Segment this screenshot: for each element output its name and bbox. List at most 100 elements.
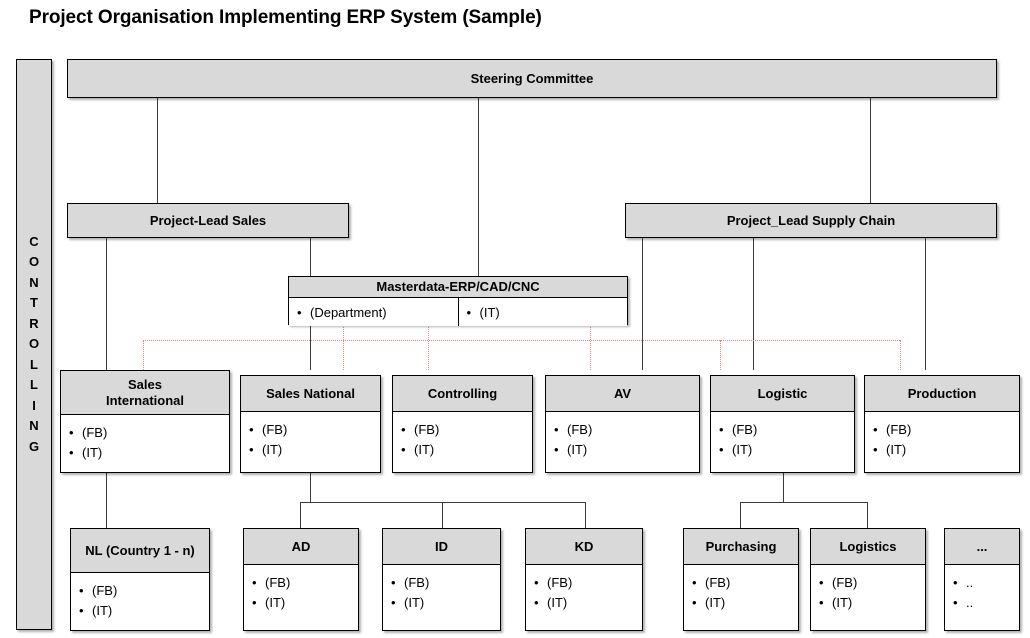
bullet-text: (IT) — [534, 593, 642, 613]
bullet-text: (FB) — [401, 420, 532, 440]
node-title: ID — [383, 529, 500, 565]
controlling-sidebar: C O N T R O L L I N G — [16, 59, 52, 630]
node-production[interactable]: Production (FB) (IT) — [864, 375, 1020, 473]
controlling-letter: O — [28, 336, 40, 352]
node-ad[interactable]: AD (FB) (IT) — [243, 528, 359, 631]
connector-masterdata-to-production — [900, 340, 901, 370]
connector-bus-to-kd — [585, 502, 586, 528]
node-body: (FB) (IT) — [546, 412, 699, 459]
bullet-text: (IT) — [401, 440, 532, 460]
node-title: Purchasing — [684, 529, 798, 565]
connector-steering-to-lead-supply — [870, 98, 871, 203]
node-sales-national[interactable]: Sales National (FB) (IT) — [240, 375, 381, 473]
node-title: Steering Committee — [68, 60, 996, 97]
controlling-letter: I — [32, 397, 36, 413]
bullet-text: (IT) — [819, 593, 925, 613]
connector-masterdata-to-av — [590, 325, 591, 370]
node-logistics[interactable]: Logistics (FB) (IT) — [810, 528, 926, 631]
bullet-text: (IT) — [249, 440, 380, 460]
node-title: AV — [546, 376, 699, 412]
bullet-text: (FB) — [69, 423, 229, 443]
connector-supply-chain-to-production — [925, 238, 926, 370]
node-body: (FB) (IT) — [393, 412, 532, 459]
node-title: Logistics — [811, 529, 925, 565]
bullet-text: (IT) — [692, 593, 798, 613]
node-steering-committee[interactable]: Steering Committee — [67, 59, 997, 98]
controlling-letter: N — [29, 418, 39, 434]
controlling-letter: C — [29, 233, 39, 249]
bullet-text: (FB) — [391, 573, 500, 593]
node-body: (FB) (IT) — [61, 415, 229, 462]
node-body: (FB) (IT) — [241, 412, 380, 459]
node-sales-international[interactable]: Sales International (FB) (IT) — [60, 370, 230, 473]
node-logistic[interactable]: Logistic (FB) (IT) — [710, 375, 855, 473]
node-title: NL (Country 1 - n) — [71, 529, 209, 573]
bullet-text: (FB) — [719, 420, 854, 440]
bullet-text: (FB) — [252, 573, 358, 593]
connector-bus-to-id — [442, 502, 443, 528]
node-masterdata[interactable]: Masterdata-ERP/CAD/CNC (Department) (IT) — [288, 276, 628, 326]
bullet-text: (FB) — [692, 573, 798, 593]
node-body: (FB) (IT) — [526, 565, 642, 612]
controlling-letter: N — [29, 274, 39, 290]
bullet-text: (FB) — [534, 573, 642, 593]
bullet-text: .. — [953, 573, 1019, 593]
node-id[interactable]: ID (FB) (IT) — [382, 528, 501, 631]
node-kd[interactable]: KD (FB) (IT) — [525, 528, 643, 631]
connector-supply-chain-to-av — [642, 238, 643, 370]
node-av[interactable]: AV (FB) (IT) — [545, 375, 700, 473]
bullet-text: (FB) — [79, 581, 209, 601]
node-title: Controlling — [393, 376, 532, 412]
connector-steering-to-lead-sales — [157, 98, 158, 203]
node-controlling[interactable]: Controlling (FB) (IT) — [392, 375, 533, 473]
connector-steering-to-masterdata — [478, 98, 479, 276]
node-purchasing[interactable]: Purchasing (FB) (IT) — [683, 528, 799, 631]
node-body: (FB) (IT) — [711, 412, 854, 459]
page-title: Project Organisation Implementing ERP Sy… — [29, 7, 542, 28]
node-body: (FB) (IT) — [383, 565, 500, 612]
node-project-lead-sales[interactable]: Project-Lead Sales — [67, 203, 349, 238]
node-body: .. .. — [945, 565, 1019, 612]
connector-masterdata-to-controlling — [428, 325, 429, 370]
controlling-letter: G — [28, 438, 40, 454]
controlling-letter: T — [30, 295, 38, 311]
node-body: (FB) (IT) — [811, 565, 925, 612]
connector-bus-to-logistics — [867, 502, 868, 528]
bullet-text: .. — [953, 593, 1019, 613]
connector-masterdata-to-sales-national — [343, 325, 344, 370]
node-title: Sales National — [241, 376, 380, 412]
connector-masterdata-to-sales-international — [143, 340, 144, 370]
controlling-letter: L — [30, 356, 38, 372]
node-body: (FB) (IT) — [244, 565, 358, 612]
connector-supply-chain-to-logistic — [753, 238, 754, 370]
bullet-text: (IT) — [554, 440, 699, 460]
node-title: Production — [865, 376, 1019, 412]
bullet-text: (IT) — [467, 305, 500, 320]
node-title: Logistic — [711, 376, 854, 412]
bullet-text: (IT) — [391, 593, 500, 613]
bullet-text: (FB) — [249, 420, 380, 440]
connector-masterdata-bus — [143, 340, 900, 341]
connector-masterdata-to-logistic — [720, 340, 721, 370]
node-ellipsis[interactable]: ... .. .. — [944, 528, 1020, 631]
bullet-text: (FB) — [554, 420, 699, 440]
node-project-lead-supply-chain[interactable]: Project_Lead Supply Chain — [625, 203, 997, 238]
bullet-text: (IT) — [79, 601, 209, 621]
connector-lead-sales-to-sales-international — [106, 238, 107, 370]
node-title: Project-Lead Sales — [68, 204, 348, 237]
node-body: (FB) (IT) — [684, 565, 798, 612]
connector-bus-to-purchasing — [740, 502, 741, 528]
connector-bus-to-ad — [300, 502, 301, 528]
node-body: (FB) (IT) — [865, 412, 1019, 459]
node-title: Project_Lead Supply Chain — [626, 204, 996, 237]
connector-sales-national-drop — [310, 473, 311, 502]
bullet-text: (IT) — [873, 440, 1019, 460]
bullet-text: (FB) — [873, 420, 1019, 440]
node-nl-country[interactable]: NL (Country 1 - n) (FB) (IT) — [70, 528, 210, 631]
masterdata-body: (Department) (IT) — [289, 298, 627, 326]
node-title: KD — [526, 529, 642, 565]
masterdata-cell-it: (IT) — [457, 298, 628, 326]
node-title: Sales International — [61, 371, 229, 415]
connector-logistic-bus — [740, 502, 868, 503]
